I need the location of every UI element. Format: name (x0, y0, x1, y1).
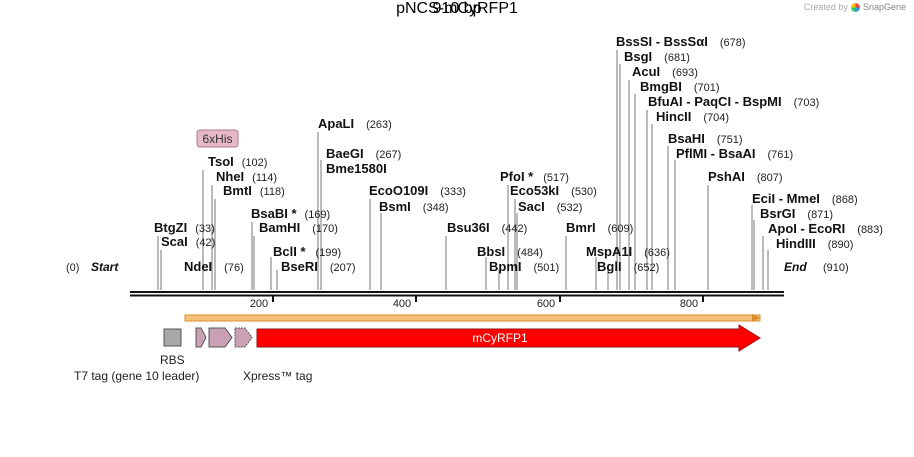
his-tag-badge (196, 129, 239, 148)
ruler-labels: 200 400 600 800 (250, 298, 698, 310)
end-label: End (784, 260, 807, 274)
rbs-label: RBS (160, 353, 185, 367)
orf-bar (184, 314, 761, 322)
site-label: Bsu36I(442) (447, 220, 527, 235)
his-tag-label: 6xHis (202, 132, 232, 146)
credit-brand: SnapGene (862, 2, 906, 12)
site-label: EcoO109I(333) (369, 183, 466, 198)
site-label: HincII(704) (656, 109, 729, 124)
credit-prefix: Created by (803, 2, 848, 12)
site-label: SacI(532) (518, 199, 582, 214)
site-label: BseRI(207) (281, 259, 356, 274)
snapgene-credit: Created by SnapGene (804, 2, 906, 12)
site-label: BpmI(501) (489, 259, 559, 274)
orf-bar-arrow-icon (752, 314, 760, 322)
site-label: BamHI(170) (259, 220, 338, 235)
ruler-label: 800 (680, 298, 698, 310)
site-label: BmgBI(701) (640, 79, 720, 94)
orf-label: mCyRFP1 (472, 331, 528, 345)
site-label: NdeI(76) (184, 259, 244, 274)
site-label: EciI - MmeI(868) (752, 191, 858, 206)
site-label: BbsI(484) (477, 244, 543, 259)
site-leader-lines (157, 50, 769, 290)
t7-tag-arrow (208, 327, 233, 348)
site-label: BmrI(609) (566, 220, 633, 235)
site-label: BsmI(348) (379, 199, 448, 214)
site-label: BtgZI(33) (154, 220, 215, 235)
site-label: TsoI(102) (208, 154, 267, 169)
snapgene-logo-icon (850, 2, 860, 12)
site-label: Eco53kI(530) (510, 183, 597, 198)
site-label: BsaHI(751) (668, 131, 743, 146)
site-label: BaeGI(267) (326, 146, 401, 161)
xpress-tag-arrow (234, 327, 253, 348)
site-label: PfoI *(517) (500, 169, 569, 184)
site-label: BclI *(199) (273, 244, 341, 259)
start-position: (0) (66, 262, 79, 274)
site-label: HindIII(890) (776, 236, 853, 251)
site-label: BssSI - BssSαI(678) (616, 34, 746, 49)
site-label: BsaBI *(169) (251, 206, 330, 221)
backbone-top-strand (130, 291, 784, 293)
site-label: ScaI(42) (161, 234, 215, 249)
site-label: Bme1580I (326, 161, 387, 176)
ruler-label: 200 (250, 298, 268, 310)
his-tag-arrow (195, 327, 207, 348)
site-label: BfuAI - PaqCI - BspMI(703) (648, 94, 819, 109)
start-label: Start (91, 260, 119, 274)
rbs-feature (163, 328, 182, 347)
site-label: BsrGI(871) (760, 206, 833, 221)
site-label: AcuI(693) (632, 64, 698, 79)
site-label: PflMI - BsaAI(761) (676, 146, 793, 161)
site-label: ApoI - EcoRI(883) (768, 221, 883, 236)
plasmid-name: pNCS-mCyRFP1 (396, 0, 518, 17)
ruler-label: 600 (537, 298, 555, 310)
site-label: MspA1I(636) (586, 244, 670, 259)
xpress-tag-label: Xpress™ tag (243, 369, 312, 383)
site-label: BmtI(118) (223, 183, 285, 198)
site-label: BsgI(681) (624, 49, 690, 64)
site-label: NheI(114) (216, 169, 277, 184)
backbone-bottom-strand (130, 294, 784, 297)
site-label: PshAI(807) (708, 169, 783, 184)
t7-tag-label: T7 tag (gene 10 leader) (74, 369, 199, 383)
ruler-label: 400 (393, 298, 411, 310)
end-position: (910) (823, 262, 849, 274)
ruler-ticks (272, 296, 704, 302)
site-label: ApaLI(263) (318, 116, 392, 131)
restriction-sites: TsoI(102) NheI(114) BmtI(118) BtgZI(33) … (154, 34, 883, 274)
plasmid-length: 910 bp (432, 0, 482, 17)
mcyrfp1-orf-arrow (256, 324, 761, 352)
site-label: BglI(652) (597, 259, 659, 274)
